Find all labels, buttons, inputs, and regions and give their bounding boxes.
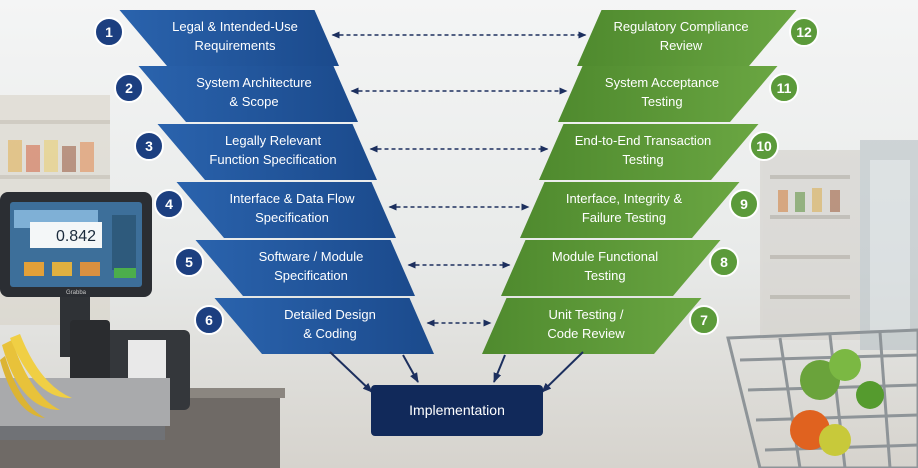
left-step-label-line1: Legal & Intended-Use — [172, 19, 298, 34]
right-step-label-line1: Unit Testing / — [549, 307, 624, 322]
right-step-number: 8 — [720, 254, 728, 270]
right-step-label-line2: Testing — [622, 152, 663, 167]
right-step-label-line2: Failure Testing — [582, 210, 666, 225]
right-step-shape — [539, 124, 759, 180]
right-shelves — [760, 140, 918, 350]
left-step-label-line2: Requirements — [195, 38, 276, 53]
right-step-number: 11 — [777, 80, 792, 96]
implementation-flow-arrow — [493, 354, 506, 383]
left-step-2: System Architecture & Scope 2 — [114, 66, 358, 122]
right-step-shape — [482, 298, 702, 354]
left-step-label-line1: Interface & Data Flow — [230, 191, 356, 206]
right-step-label-line1: Module Functional — [552, 249, 658, 264]
left-step-number: 4 — [165, 196, 173, 212]
right-step-number: 7 — [700, 312, 708, 328]
left-step-number-badge — [94, 17, 124, 47]
right-step-label-line1: Interface, Integrity & — [566, 191, 683, 206]
right-step-label-line2: Testing — [584, 268, 625, 283]
left-step-label-line2: & Coding — [303, 326, 356, 341]
left-step-shape — [214, 298, 434, 354]
right-step-number-badge — [729, 189, 759, 219]
cart-vegetables — [790, 349, 884, 456]
right-step-shape — [520, 182, 740, 238]
right-step-7: Unit Testing / Code Review 7 — [482, 298, 719, 354]
left-step-label-line2: & Scope — [229, 94, 278, 109]
right-step-number-badge — [749, 131, 779, 161]
implementation-node: Implementation — [371, 385, 543, 436]
left-step-shape — [157, 124, 377, 180]
right-step-number-badge — [769, 73, 799, 103]
left-step-number-badge — [114, 73, 144, 103]
right-step-number-badge — [689, 305, 719, 335]
right-step-label-line1: End-to-End Transaction — [575, 133, 712, 148]
connector-arrows — [329, 31, 587, 393]
right-step-number-badge — [709, 247, 739, 277]
left-step-number: 6 — [205, 312, 213, 328]
left-step-number-badge — [154, 189, 184, 219]
left-step-label-line1: Legally Relevant — [225, 133, 322, 148]
left-step-number: 2 — [125, 80, 133, 96]
right-step-label-line2: Testing — [641, 94, 682, 109]
left-step-label-line1: Detailed Design — [284, 307, 376, 322]
left-step-shape — [138, 66, 358, 122]
pos-terminal: 0.842 Grabba — [0, 192, 152, 357]
right-step-shape — [577, 10, 797, 66]
left-step-label-line2: Function Specification — [209, 152, 336, 167]
scale-weight-readout: 0.842 — [56, 228, 96, 245]
left-step-shape — [119, 10, 339, 66]
left-step-shape — [195, 240, 415, 296]
right-step-9: Interface, Integrity & Failure Testing 9 — [520, 182, 759, 238]
implementation-box — [371, 385, 543, 436]
left-step-number-badge — [134, 131, 164, 161]
right-step-number: 10 — [756, 138, 772, 154]
right-step-shape — [501, 240, 721, 296]
left-step-shape — [176, 182, 396, 238]
left-step-number-badge — [194, 305, 224, 335]
left-step-label-line1: System Architecture — [196, 75, 312, 90]
right-step-shape — [558, 66, 778, 122]
right-step-label-line1: System Acceptance — [605, 75, 719, 90]
terminal-brand-label: Grabba — [66, 290, 87, 296]
right-step-number-badge — [789, 17, 819, 47]
right-step-label-line2: Code Review — [547, 326, 625, 341]
shopping-cart — [726, 328, 918, 468]
implementation-flow-arrow — [329, 351, 373, 393]
left-step-label-line1: Software / Module — [259, 249, 364, 264]
left-step-number: 3 — [145, 138, 153, 154]
implementation-flow-arrow — [402, 354, 419, 383]
left-step-6: Detailed Design & Coding 6 — [194, 298, 434, 354]
right-step-label-line1: Regulatory Compliance — [613, 19, 748, 34]
implementation-flow-arrow — [541, 351, 584, 393]
left-step-number: 5 — [185, 254, 193, 270]
left-step-label-line2: Specification — [274, 268, 348, 283]
bananas — [0, 334, 72, 418]
right-step-label-line2: Review — [660, 38, 703, 53]
left-step-number-badge — [174, 247, 204, 277]
right-step-number: 12 — [796, 24, 812, 40]
left-step-label-line2: Specification — [255, 210, 329, 225]
implementation-label: Implementation — [409, 402, 505, 418]
left-step-number: 1 — [105, 24, 113, 40]
right-step-number: 9 — [740, 196, 748, 212]
